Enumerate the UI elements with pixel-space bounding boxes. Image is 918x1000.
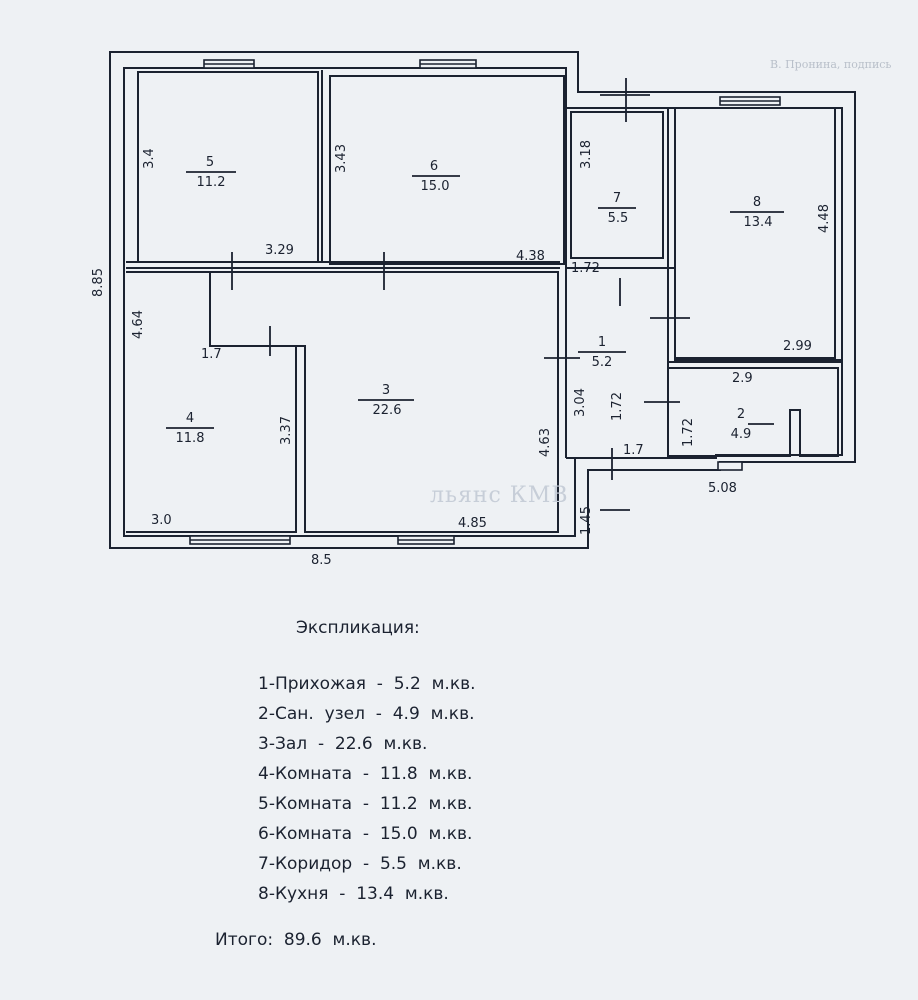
dim-label: 4.63 [537,428,553,457]
legend-item: 3-Зал - 22.6 м.кв. [258,734,428,754]
dim-label: 3.29 [265,243,294,258]
room-3-number: 3 [381,383,391,398]
floor-plan [109,51,856,549]
dim-label: 4.85 [458,516,487,531]
dim-label: 1.72 [609,392,625,421]
watermark: льянс КМВ [430,483,569,508]
legend-item: 8-Кухня - 13.4 м.кв. [258,884,449,904]
room-7-number: 7 [612,191,622,206]
legend-item: 5-Комната - 11.2 м.кв. [258,794,473,814]
dim-label: 4.38 [516,249,545,264]
dim-label: 3.43 [333,144,349,173]
dim-label: 8.5 [311,553,332,568]
window [717,461,743,471]
dim-label: 1.72 [680,418,696,447]
room-4-walls [126,271,297,533]
room-5-area: 11.2 [196,175,226,190]
room-8-walls [674,107,836,359]
dim-label: 1.45 [578,506,594,535]
room-8-area: 13.4 [743,215,773,230]
dim-label: 3.04 [572,388,588,417]
legend-item: 7-Коридор - 5.5 м.кв. [258,854,462,874]
header-note: В. Пронина, подпись [770,58,892,71]
room-3-walls [210,271,559,533]
room-2-walls [668,367,839,457]
room-6-walls [329,75,565,265]
dim-label: 1.7 [623,443,644,458]
dim-label: 3.18 [578,140,594,169]
room-2-number: 2 [736,407,746,422]
dim-label: 8.85 [90,268,106,297]
room-2-area: 4.9 [730,427,752,442]
room-4-number: 4 [185,411,195,426]
room-1-area: 5.2 [591,355,613,370]
legend-item: 6-Комната - 15.0 м.кв. [258,824,473,844]
legend-item: 4-Комната - 11.8 м.кв. [258,764,473,784]
dim-label: 3.0 [151,513,172,528]
legend-item: 2-Сан. узел - 4.9 м.кв. [258,704,475,724]
room-6-area: 15.0 [420,179,450,194]
dim-label: 3.4 [141,148,157,169]
dim-label: 2.9 [732,371,753,386]
dim-label: 4.48 [816,204,832,233]
dim-label: 5.08 [708,481,737,496]
room-7-walls [570,111,664,259]
room-6-number: 6 [429,159,439,174]
room-4-area: 11.8 [175,431,205,446]
room-3-area: 22.6 [372,403,402,418]
dim-label: 1.7 [201,347,222,362]
legend-total: Итого: 89.6 м.кв. [215,930,377,950]
room-7-area: 5.5 [607,211,629,226]
legend-title: Экспликация: [296,618,420,638]
room-8-number: 8 [752,195,762,210]
dim-label: 4.64 [130,310,146,339]
dim-label: 2.99 [783,339,812,354]
room-5-number: 5 [205,155,215,170]
legend-item: 1-Прихожая - 5.2 м.кв. [258,674,476,694]
dim-label: 3.37 [278,416,294,445]
outer-wall-outer [109,51,856,549]
room-1-number: 1 [597,335,607,350]
dim-label: 1.72 [571,261,600,276]
